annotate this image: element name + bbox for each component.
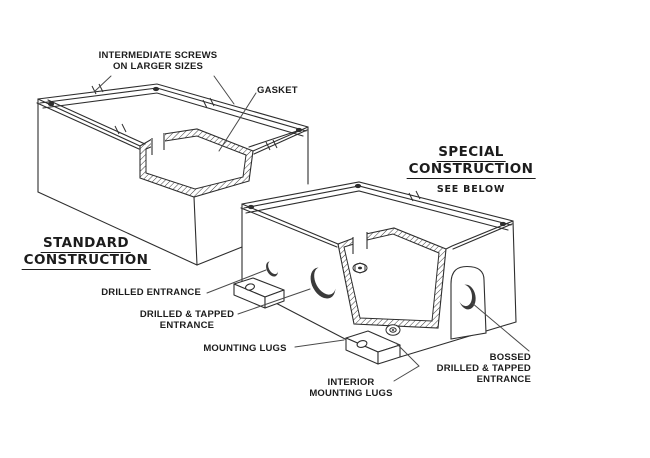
standard-bottom-left-edge [37, 191, 198, 266]
screw-icon [354, 183, 362, 189]
interior-bolt-upper [352, 262, 368, 274]
standard-rim-line-2 [42, 92, 304, 137]
gasket-hatch-band [140, 129, 253, 197]
interior-mounting-lug-bolts [352, 262, 401, 336]
standard-top-outer-edge [37, 83, 309, 128]
callout-intermediate-screws: INTERMEDIATE SCREWS ON LARGER SIZES [99, 50, 218, 72]
callout-line: DRILLED & TAPPED [436, 363, 531, 374]
leader-mounting-lugs [294, 339, 345, 348]
channel-slot-lines [151, 133, 165, 155]
gasket-channel-standard [139, 128, 254, 198]
callout-line: INTERMEDIATE SCREWS [98, 50, 218, 61]
tick-mark [114, 123, 127, 135]
corner-screws-standard [47, 86, 303, 133]
entrance-holes [266, 261, 336, 299]
standard-enclosure [36, 83, 309, 266]
tick-mark [202, 97, 215, 109]
special-front-right-lip [452, 223, 513, 250]
mounting-lugs [233, 277, 401, 365]
standard-front-right-inner-rim [248, 129, 301, 148]
leader-interior-mounting-lugs [393, 342, 420, 382]
standard-front-left-inner-rim [47, 99, 146, 145]
callout-line: MOUNTING LUGS [309, 388, 393, 399]
mounting-lug-left [233, 277, 285, 309]
title-line: CONSTRUCTION [21, 252, 151, 270]
channel-slot-gap [353, 230, 367, 255]
intermediate-screw-ticks [91, 83, 278, 151]
title-line: CONSTRUCTION [406, 161, 536, 179]
tick-mark [408, 190, 421, 202]
leader-gasket [218, 92, 257, 152]
callout-line: DRILLED & TAPPED [139, 309, 235, 320]
screw-icon [47, 101, 55, 107]
gasket-channel-special [337, 227, 447, 329]
corner-screws-special [247, 183, 507, 227]
channel-slot-lines [352, 232, 368, 254]
special-bottom-right-edge [399, 321, 517, 358]
screw-icon [247, 204, 255, 210]
leader-intermediate-screws-right [213, 75, 235, 105]
title-special-construction: SPECIAL CONSTRUCTION SEE BELOW [406, 144, 536, 197]
interior-bolt-lower [385, 324, 401, 336]
callout-line: INTERIOR [327, 377, 375, 388]
special-bottom-left-edge [269, 299, 348, 341]
title-line: SPECIAL [436, 144, 506, 162]
standard-front-corner-edge [193, 196, 198, 266]
drilled-entrance-hole [266, 261, 279, 277]
standard-front-right-lip [253, 129, 308, 155]
screw-icon [499, 221, 507, 227]
callout-bossed-entrance: BOSSED DRILLED & TAPPED ENTRANCE [437, 352, 531, 385]
special-front-right-edge [445, 220, 514, 250]
standard-front-left-lip [36, 102, 140, 150]
mounting-lug-front [345, 330, 401, 365]
screw-icon [152, 86, 160, 92]
channel-slot-gap [151, 131, 165, 156]
callout-interior-mounting-lugs: INTERIOR MOUNTING LUGS [309, 377, 392, 399]
special-front-left-lip [240, 207, 338, 248]
leader-lines [93, 75, 530, 382]
special-top-outer-edge [241, 181, 514, 222]
callout-line: ENTRANCE [476, 374, 531, 385]
callout-drilled-entrance: DRILLED ENTRANCE [101, 287, 201, 298]
leader-bossed-entrance [471, 302, 530, 352]
callout-drilled-tapped-entrance: DRILLED & TAPPED ENTRANCE [140, 309, 234, 331]
callout-mounting-lugs: MOUNTING LUGS [203, 343, 287, 354]
boss-hole [457, 284, 476, 310]
drilled-tapped-entrance-hole [310, 267, 336, 299]
callout-line: ON LARGER SIZES [112, 61, 204, 72]
screw-icon [295, 127, 303, 133]
callout-line: ENTRANCE [159, 320, 215, 331]
leader-intermediate-screws-left [93, 75, 112, 93]
cutaway-hatch-band [338, 228, 446, 328]
special-right-vertical-edge [512, 220, 517, 323]
callout-line: BOSSED [489, 352, 531, 363]
tick-mark [91, 83, 104, 95]
leader-drilled-entrance [206, 269, 267, 294]
special-rim-line-2 [245, 190, 509, 231]
title-line: STANDARD [40, 235, 132, 253]
title-standard-construction: STANDARD CONSTRUCTION [21, 235, 151, 270]
title-note: SEE BELOW [436, 184, 506, 195]
cutout-inner-outline [145, 135, 247, 190]
standard-front-left-edge [37, 98, 141, 147]
bossed-entrance [450, 265, 487, 340]
callout-gasket: GASKET [257, 85, 298, 96]
tick-mark [265, 139, 278, 151]
leader-drilled-tapped-entrance [237, 288, 311, 315]
special-front-left-edge [241, 203, 339, 245]
standard-bottom-right-edge [196, 246, 243, 266]
